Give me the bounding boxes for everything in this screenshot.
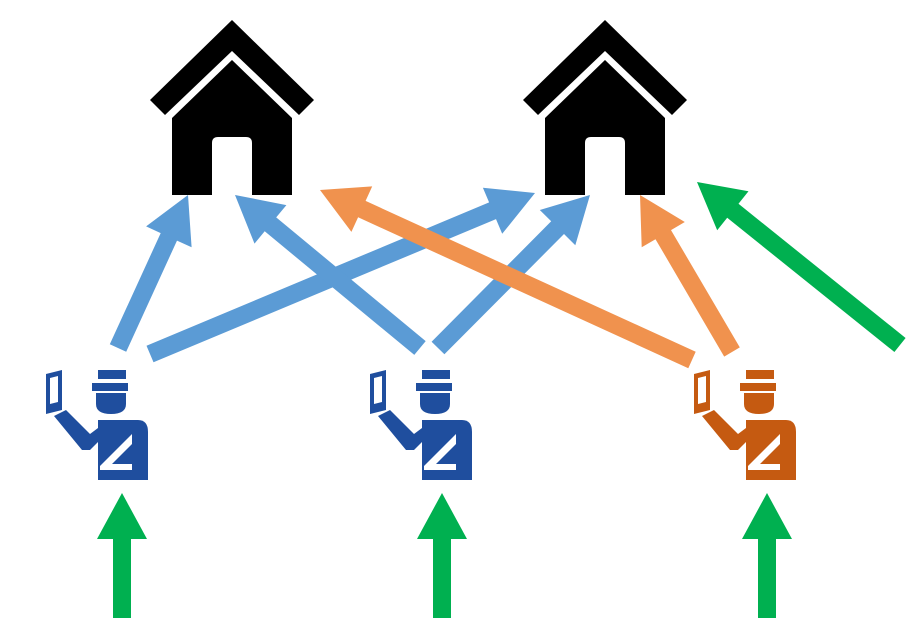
customs-officer-icon — [46, 370, 148, 480]
customs-officer-icon — [694, 370, 796, 480]
arrow-blue-officer-middle-to-house-left — [235, 195, 426, 355]
arrow-orange-officer-right-to-house-left — [320, 186, 696, 369]
arrow-green-external-to-officer-left — [97, 493, 147, 618]
arrow-blue-officer-left-to-house-left — [109, 195, 192, 352]
arrow-green-external-to-officer-right — [742, 493, 792, 618]
customs-officer-icon — [370, 370, 472, 480]
arrow-green-external-to-officer-middle — [417, 493, 467, 618]
house-icon — [150, 20, 314, 195]
arrow-green-external-to-house-right — [697, 182, 906, 352]
arrow-orange-officer-right-to-house-right — [640, 195, 740, 357]
arrows-layer — [97, 182, 906, 618]
house-icon — [523, 20, 687, 195]
